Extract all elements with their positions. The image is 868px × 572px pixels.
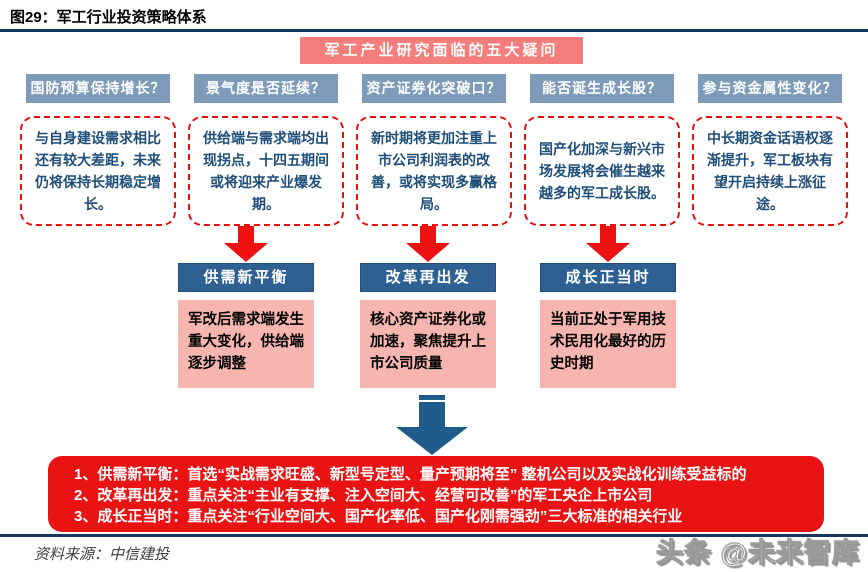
down-arrow-icon — [406, 226, 450, 262]
question-answer-text: 新时期将更加注重上市公司利润表的改善，或将实现多赢格局。 — [371, 130, 497, 212]
banner-five-questions: 军工产业研究面临的五大疑问 — [300, 37, 583, 64]
conclusion-box: 1、供需新平衡：首选“实战需求旺盛、新型号定型、量产预期将至” 整机公司以及实战… — [48, 456, 824, 532]
question-answer-box: 中长期资金话语权逐渐提升，军工板块有望开启持续上涨征途。 — [692, 116, 848, 226]
question-header: 资产证券化突破口？ — [362, 74, 506, 103]
question-column-1: 国防预算保持增长？ 与自身建设需求相比还有较大差距，未来仍将保持长期稳定增长。 — [20, 74, 176, 226]
strategy-column-2: 改革再出发 核心资产证券化或加速，聚焦提升上市公司质量 — [360, 226, 496, 388]
strategy-column-1: 供需新平衡 军改后需求端发生重大变化，供给端逐步调整 — [178, 226, 314, 388]
question-header: 国防预算保持增长？ — [26, 74, 170, 103]
question-column-2: 景气度是否延续？ 供给端与需求端均出现拐点，十四五期间或将迎来产业爆发期。 — [188, 74, 344, 226]
big-down-arrow-icon — [396, 395, 468, 455]
strategy-header: 改革再出发 — [360, 263, 496, 292]
question-header: 参与资金属性变化？ — [698, 74, 842, 103]
question-answer-text: 与自身建设需求相比还有较大差距，未来仍将保持长期稳定增长。 — [35, 130, 161, 212]
question-column-3: 资产证券化突破口？ 新时期将更加注重上市公司利润表的改善，或将实现多赢格局。 — [356, 74, 512, 226]
conclusion-line: 3、成长正当时：重点关注“行业空间大、国产化率低、国产化刚需强劲”三大标准的相关… — [74, 508, 683, 525]
figure-title: 图29：军工行业投资策略体系 — [10, 9, 207, 26]
question-column-4: 能否诞生成长股？ 国产化加深与新兴市场发展将会催生越来越多的军工成长股。 — [524, 74, 680, 226]
top-divider — [0, 29, 868, 32]
conclusion-line: 2、改革再出发：重点关注“主业有支撑、注入空间大、经营可改善”的军工央企上市公司 — [74, 487, 653, 504]
watermark: 头条 @未来智库 — [656, 538, 860, 569]
source-note: 资料来源：中信建投 — [34, 547, 170, 563]
strategy-header: 成长正当时 — [540, 263, 676, 292]
question-answer-box: 新时期将更加注重上市公司利润表的改善，或将实现多赢格局。 — [356, 116, 512, 226]
strategy-column-3: 成长正当时 当前正处于军用技术民用化最好的历史时期 — [540, 226, 676, 388]
question-answer-box: 与自身建设需求相比还有较大差距，未来仍将保持长期稳定增长。 — [20, 116, 176, 226]
strategy-detail: 军改后需求端发生重大变化，供给端逐步调整 — [178, 300, 314, 388]
down-arrow-icon — [224, 226, 268, 262]
down-arrow-icon — [586, 226, 630, 262]
question-answer-text: 供给端与需求端均出现拐点，十四五期间或将迎来产业爆发期。 — [203, 130, 329, 212]
question-answer-box: 供给端与需求端均出现拐点，十四五期间或将迎来产业爆发期。 — [188, 116, 344, 226]
question-header: 能否诞生成长股？ — [530, 74, 674, 103]
question-answer-text: 中长期资金话语权逐渐提升，军工板块有望开启持续上涨征途。 — [707, 130, 833, 212]
bottom-divider — [0, 534, 868, 537]
question-header: 景气度是否延续？ — [194, 74, 338, 103]
strategy-detail: 当前正处于军用技术民用化最好的历史时期 — [540, 300, 676, 388]
question-answer-box: 国产化加深与新兴市场发展将会催生越来越多的军工成长股。 — [524, 116, 680, 226]
conclusion-line: 1、供需新平衡：首选“实战需求旺盛、新型号定型、量产预期将至” 整机公司以及实战… — [74, 466, 747, 483]
strategy-header: 供需新平衡 — [178, 263, 314, 292]
question-answer-text: 国产化加深与新兴市场发展将会催生越来越多的军工成长股。 — [539, 141, 665, 201]
strategy-detail: 核心资产证券化或加速，聚焦提升上市公司质量 — [360, 300, 496, 388]
question-column-5: 参与资金属性变化？ 中长期资金话语权逐渐提升，军工板块有望开启持续上涨征途。 — [692, 74, 848, 226]
